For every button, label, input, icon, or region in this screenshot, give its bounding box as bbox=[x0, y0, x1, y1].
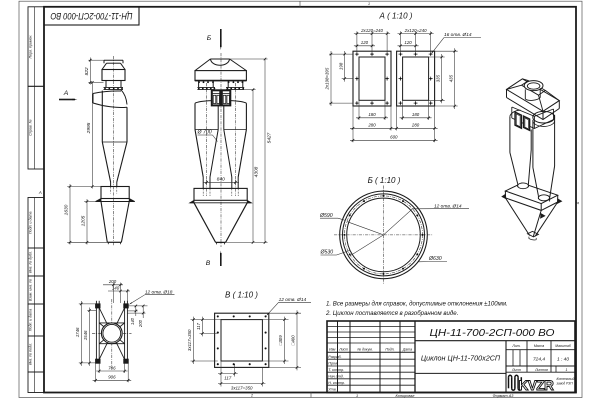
svg-text:Подп.: Подп. bbox=[385, 347, 394, 351]
svg-text:Разраб.: Разраб. bbox=[328, 355, 341, 359]
svg-text:180: 180 bbox=[368, 112, 376, 117]
svg-text:1205: 1205 bbox=[81, 215, 87, 226]
svg-text:1630: 1630 bbox=[64, 204, 70, 215]
svg-text:16 отв. Ø14: 16 отв. Ø14 bbox=[444, 32, 472, 38]
svg-text:Лист: Лист bbox=[338, 347, 348, 351]
svg-text:Изм: Изм bbox=[329, 347, 336, 351]
svg-text:Б: Б bbox=[207, 35, 212, 42]
svg-text:140: 140 bbox=[112, 286, 120, 291]
svg-text:12 отв. Ø14: 12 отв. Ø14 bbox=[279, 297, 307, 303]
svg-text:706: 706 bbox=[108, 365, 116, 370]
svg-text:Взам. инв. №: Взам. инв. № bbox=[29, 279, 33, 301]
svg-text:2х120=240: 2х120=240 bbox=[404, 28, 427, 33]
svg-text:1 : 40: 1 : 40 bbox=[557, 356, 569, 362]
svg-text:120: 120 bbox=[404, 40, 412, 45]
svg-text:335: 335 bbox=[435, 74, 440, 82]
svg-text:12 отв. Ø14: 12 отв. Ø14 bbox=[434, 203, 462, 209]
svg-text:2х198=395: 2х198=395 bbox=[325, 67, 330, 90]
svg-text:1546: 1546 bbox=[83, 330, 88, 340]
svg-text:А: А bbox=[38, 190, 42, 195]
svg-text:Листов: Листов bbox=[534, 368, 548, 372]
svg-text:4308: 4308 bbox=[254, 166, 260, 177]
svg-text:1. Все размеры для справок, до: 1. Все размеры для справок, допустимые о… bbox=[326, 301, 508, 308]
svg-text:435: 435 bbox=[448, 74, 453, 82]
svg-text:ЦН-11-700-2СП-000 ВО: ЦН-11-700-2СП-000 ВО bbox=[430, 327, 555, 339]
svg-text:□400: □400 bbox=[291, 335, 296, 346]
svg-text:Перв. примен.: Перв. примен. bbox=[29, 35, 33, 59]
svg-text:200: 200 bbox=[138, 319, 143, 328]
svg-text:906: 906 bbox=[108, 375, 116, 380]
svg-text:Справ. №: Справ. № bbox=[29, 119, 33, 135]
svg-text:Нач.отд.: Нач.отд. bbox=[328, 375, 344, 379]
svg-text:Масса: Масса bbox=[534, 344, 544, 348]
svg-text:Подп. и дата: Подп. и дата bbox=[29, 212, 33, 235]
svg-text:Н. контр.: Н. контр. bbox=[328, 381, 345, 385]
svg-text:117: 117 bbox=[224, 376, 232, 381]
svg-text:Масштаб: Масштаб bbox=[555, 344, 571, 348]
svg-text:Подп. и дата: Подп. и дата bbox=[29, 309, 33, 332]
svg-text:200: 200 bbox=[108, 279, 117, 284]
svg-text:Копировал: Копировал bbox=[396, 394, 416, 398]
svg-text:А: А bbox=[63, 90, 69, 97]
svg-text:Ø590: Ø590 bbox=[319, 213, 333, 219]
svg-text:Ø530: Ø530 bbox=[320, 250, 334, 256]
svg-text:140: 140 bbox=[130, 317, 135, 325]
svg-text:Лист: Лист bbox=[511, 368, 521, 372]
svg-text:ЦН-11-700-2СП-000 ВО: ЦН-11-700-2СП-000 ВО bbox=[50, 10, 132, 21]
svg-text:Б ( 1:10 ): Б ( 1:10 ) bbox=[368, 176, 401, 185]
svg-text:□309: □309 bbox=[278, 335, 283, 346]
svg-text:Т. контр.: Т. контр. bbox=[328, 368, 344, 372]
svg-text:Утв.: Утв. bbox=[328, 388, 336, 392]
svg-text:2х120=240: 2х120=240 bbox=[360, 28, 383, 33]
svg-text:Пров.: Пров. bbox=[328, 362, 338, 366]
svg-text:Ø 700: Ø 700 bbox=[197, 130, 212, 136]
svg-text:600: 600 bbox=[390, 135, 398, 140]
svg-text:180: 180 bbox=[412, 112, 420, 117]
svg-text:2: 2 bbox=[250, 393, 253, 397]
svg-text:Котельный: Котельный bbox=[557, 377, 575, 381]
svg-text:198: 198 bbox=[338, 62, 343, 70]
svg-text:1746: 1746 bbox=[75, 327, 80, 337]
svg-text:3х117=350: 3х117=350 bbox=[187, 329, 192, 351]
svg-text:А ( 1:10 ): А ( 1:10 ) bbox=[379, 12, 413, 21]
svg-text:завод РЗП: завод РЗП bbox=[556, 382, 574, 386]
svg-text:280: 280 bbox=[367, 123, 376, 128]
svg-text:Инв. № подл.: Инв. № подл. bbox=[29, 343, 33, 365]
svg-text:А: А bbox=[576, 202, 580, 205]
svg-text:840: 840 bbox=[217, 177, 225, 183]
svg-text:Дата: Дата bbox=[402, 347, 412, 351]
svg-text:1: 1 bbox=[368, 2, 370, 6]
svg-text:3х117=350: 3х117=350 bbox=[231, 385, 253, 390]
svg-text:Циклон ЦН-11-700х2СП: Циклон ЦН-11-700х2СП bbox=[421, 354, 501, 363]
svg-text:1: 1 bbox=[356, 394, 358, 398]
svg-text:117: 117 bbox=[196, 322, 201, 330]
svg-text:Формат А3: Формат А3 bbox=[493, 394, 515, 398]
svg-text:2. Циклон поставляется в разоб: 2. Циклон поставляется в разобранном вид… bbox=[325, 310, 458, 317]
svg-text:724,4: 724,4 bbox=[533, 356, 545, 362]
svg-text:№ докум.: № докум. bbox=[357, 347, 372, 351]
svg-text:Ø630: Ø630 bbox=[428, 256, 442, 262]
svg-text:В: В bbox=[206, 260, 211, 267]
svg-text:1: 1 bbox=[566, 368, 568, 372]
svg-text:Инв. № дубл.: Инв. № дубл. bbox=[29, 251, 33, 273]
svg-text:5427: 5427 bbox=[267, 132, 273, 143]
svg-text:Лит.: Лит. bbox=[511, 344, 520, 348]
svg-text:120: 120 bbox=[361, 40, 369, 45]
svg-text:В ( 1:10 ): В ( 1:10 ) bbox=[225, 290, 258, 299]
svg-text:2995: 2995 bbox=[86, 122, 92, 134]
svg-text:822: 822 bbox=[84, 67, 90, 75]
svg-text:12 отв. Ø18: 12 отв. Ø18 bbox=[145, 289, 173, 295]
svg-text:KVZR: KVZR bbox=[519, 378, 555, 393]
svg-text:KVZR: KVZR bbox=[519, 378, 555, 393]
svg-text:280: 280 bbox=[411, 123, 420, 128]
